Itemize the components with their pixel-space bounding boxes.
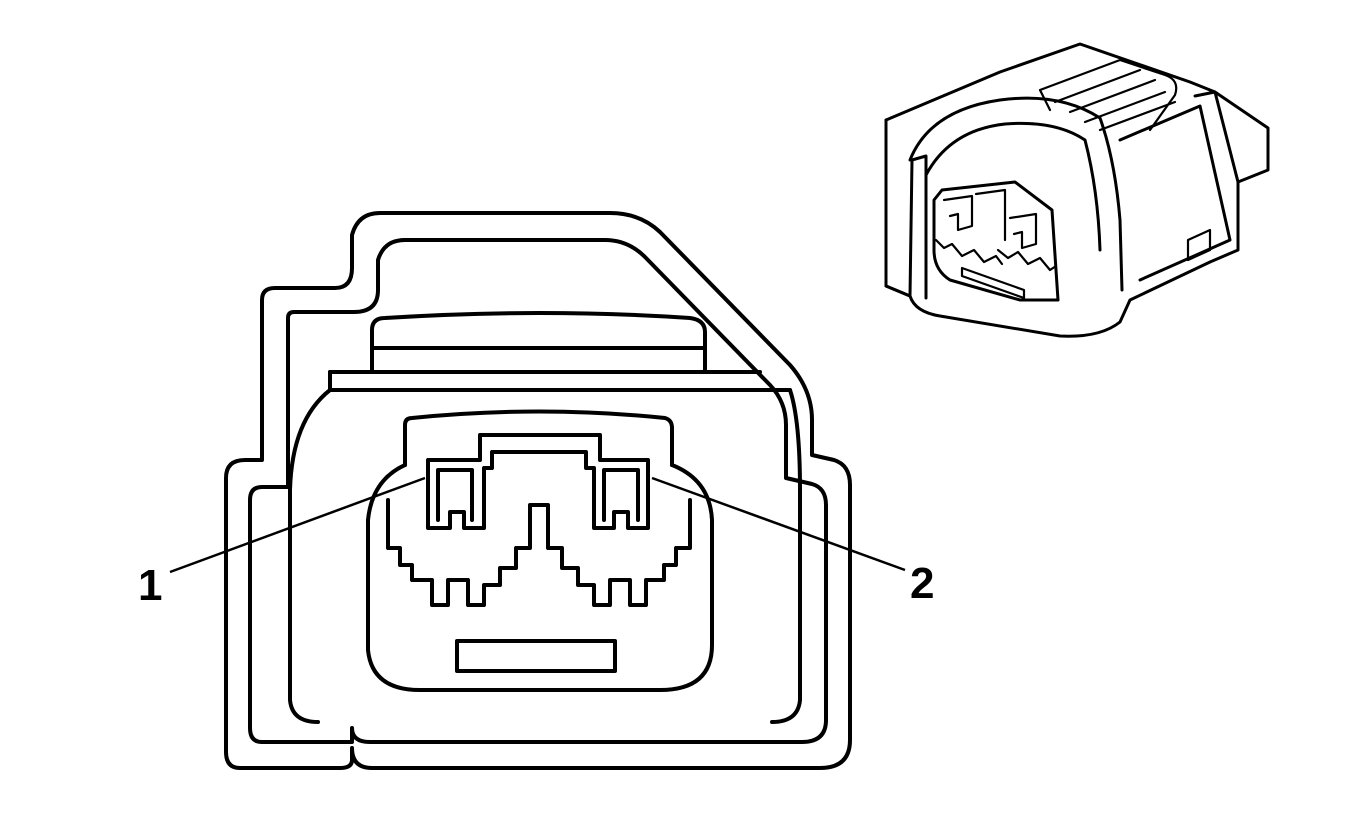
key-slot (455, 639, 617, 673)
iso-pin-slots (942, 188, 1038, 250)
callout-2: 2 (651, 476, 934, 608)
iso-front-frame (884, 118, 928, 300)
pin-2-slot (602, 468, 640, 522)
iso-latch-arch (908, 96, 1124, 292)
terminal-cavity-body (366, 463, 714, 692)
cavity-right-arc (770, 388, 802, 724)
iso-terminal-face (932, 180, 1060, 302)
iso-key-slot (960, 266, 1026, 300)
iso-body-outline (884, 42, 1270, 338)
housing-inner-outline (248, 238, 828, 744)
connector-isometric-view (884, 42, 1270, 338)
terminal-tower (426, 433, 650, 530)
iso-side-tab (1186, 228, 1212, 262)
pin-area-frame (403, 409, 674, 467)
callout-1-label: 1 (138, 561, 162, 610)
iso-latch-inner (924, 121, 1102, 252)
terminal-teeth (386, 498, 692, 607)
pin-1-slot (436, 468, 474, 522)
iso-top-ribs (1038, 58, 1178, 132)
iso-terminal-teeth (934, 238, 1058, 272)
latch-top (370, 311, 707, 374)
callout-2-leader (651, 476, 906, 572)
housing-outer-outline (224, 211, 852, 770)
iso-side-edge (1118, 90, 1240, 282)
callout-2-label: 2 (910, 559, 934, 608)
callout-1-leader (169, 476, 426, 574)
connector-front-view (224, 211, 852, 770)
callout-1: 1 (138, 476, 426, 610)
cavity-left-arc (288, 388, 332, 724)
